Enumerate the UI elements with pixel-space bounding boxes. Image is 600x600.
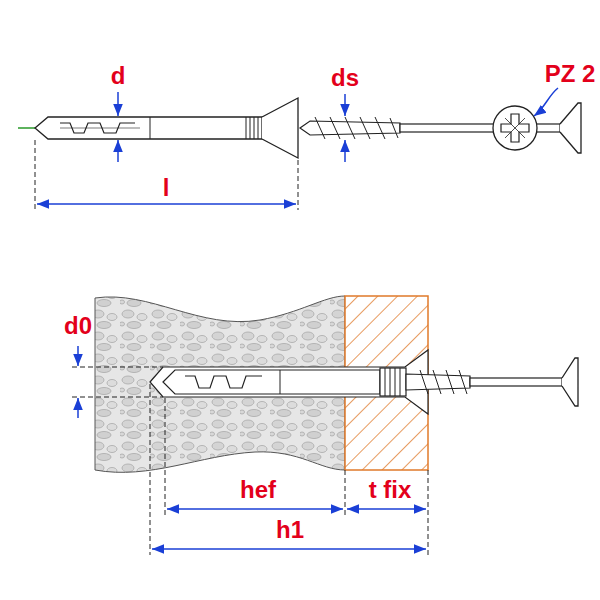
dimension-label: ds <box>331 66 359 90</box>
dimension-label: l <box>163 176 170 200</box>
dimension-label: t fix <box>369 478 412 502</box>
dimension-label: d0 <box>64 314 92 338</box>
dimension-label: hef <box>240 478 276 502</box>
dimension-label: d <box>111 64 126 88</box>
dimension-label: h1 <box>276 518 304 542</box>
dimension-label: PZ 2 <box>545 62 596 86</box>
